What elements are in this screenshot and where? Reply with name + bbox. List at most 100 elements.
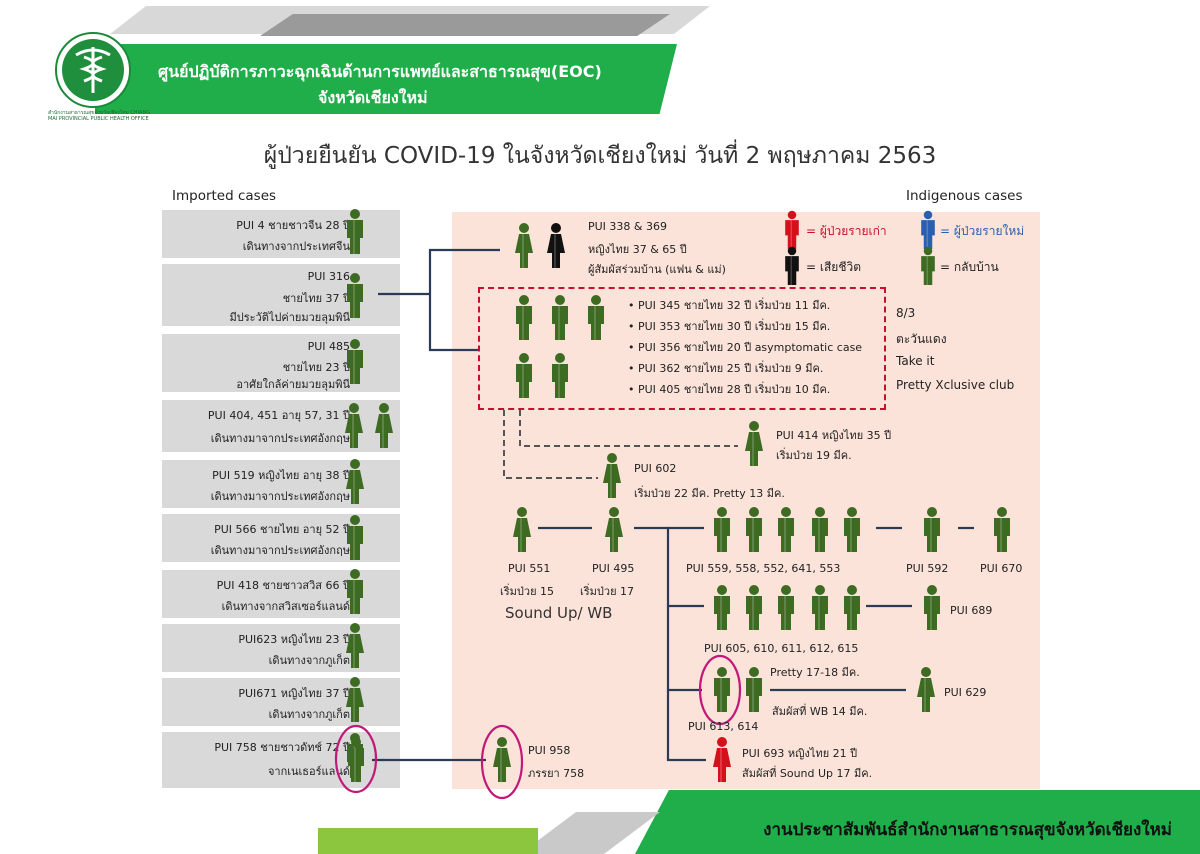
footer-credit: งานประชาสัมพันธ์สำนักงานสาธารณสุขจังหวัด… xyxy=(763,820,1172,840)
row1-label: PUI 559, 558, 552, 641, 553 xyxy=(686,562,841,575)
pui495-line2: เริ่มป่วย 17 xyxy=(580,585,635,598)
male-person-icon xyxy=(994,507,1010,552)
imported-case-text: เดินทางจากประเทศจีน xyxy=(242,239,350,253)
indigenous-label: Indigenous cases xyxy=(906,188,1023,204)
imported-case-text: PUI 404, 451 อายุ 57, 31 ปี xyxy=(207,409,350,422)
male-person-icon xyxy=(844,585,860,630)
female-person-icon xyxy=(493,737,511,782)
soundup-label: Sound Up/ WB xyxy=(505,604,613,622)
header-band xyxy=(95,44,677,114)
highlight-circle xyxy=(480,724,524,800)
male-person-icon xyxy=(812,585,828,630)
pui592-label: PUI 592 xyxy=(906,562,949,575)
header-subtitle: จังหวัดเชียงใหม่ xyxy=(318,88,428,107)
male-person-icon xyxy=(785,210,799,250)
male-person-icon xyxy=(844,507,860,552)
legend-home: = กลับบ้าน xyxy=(940,260,999,274)
pui670-label: PUI 670 xyxy=(980,562,1023,575)
imported-case-text: PUI 519 หญิงไทย อายุ 38 ปี xyxy=(212,469,350,482)
connector-line xyxy=(503,410,598,479)
female-person-icon xyxy=(513,507,531,552)
venue-3: Take it xyxy=(896,354,935,368)
male-person-icon xyxy=(714,667,730,712)
male-person-icon xyxy=(714,507,730,552)
male-person-icon xyxy=(812,507,828,552)
pui629-label: PUI 629 xyxy=(944,686,987,699)
imported-case-text: เดินทางจากภูเก็ต xyxy=(268,707,350,721)
connector-line xyxy=(519,410,738,447)
venue-2: ตะวันแดง xyxy=(896,332,947,346)
female-person-icon xyxy=(605,507,623,552)
pui693-line1: PUI 693 หญิงไทย 21 ปี xyxy=(742,747,858,760)
venue-1: 8/3 xyxy=(896,306,916,320)
male-person-icon xyxy=(785,246,799,286)
female-person-icon xyxy=(515,223,533,268)
female-person-icon xyxy=(346,459,364,504)
imported-case-text: เดินทางมาจากประเทศอังกฤษ xyxy=(210,489,350,503)
imported-case-text: อาศัยใกล้ค่ายมวยลุมพินี xyxy=(236,378,350,392)
cluster-case: • PUI 362 ชายไทย 25 ปี เริ่มป่วย 9 มีค. xyxy=(628,362,824,375)
female-person-icon xyxy=(346,677,364,722)
male-person-icon xyxy=(347,569,363,614)
family-line3: ผู้สัมผัสร่วมบ้าน (แฟน & แม่) xyxy=(588,263,726,276)
imported-case-text: ชายไทย 23 ปี xyxy=(282,360,350,374)
male-person-icon xyxy=(924,585,940,630)
cluster-case: • PUI 353 ชายไทย 30 ปี เริ่มป่วย 15 มีค. xyxy=(628,320,831,333)
highlight-circle xyxy=(334,724,378,794)
male-person-icon xyxy=(778,585,794,630)
family-line1: PUI 338 & 369 xyxy=(588,220,667,233)
male-person-icon xyxy=(347,209,363,254)
imported-case-text: PUI 418 ชายชาวสวิส 66 ปี xyxy=(216,579,350,592)
imported-case-text: จากเนเธอร์แลนด์ xyxy=(267,765,350,779)
imported-case-text: ชายไทย 37 ปี xyxy=(282,291,350,305)
pui495-line1: PUI 495 xyxy=(592,562,635,575)
venue-4: Pretty Xclusive club xyxy=(896,378,1015,392)
male-person-icon xyxy=(588,295,604,340)
highlight-circle xyxy=(698,654,742,726)
imported-case-box: PUI 418 ชายชาวสวิส 66 ปีเดินทางจากสวิสเซ… xyxy=(162,570,400,618)
footer-band xyxy=(635,790,1200,854)
page-title: ผู้ป่วยยืนยัน COVID-19 ในจังหวัดเชียงใหม… xyxy=(263,143,937,169)
imported-case-text: PUI623 หญิงไทย 23 ปี xyxy=(238,633,350,646)
female-person-icon xyxy=(345,403,363,448)
imported-case-text: PUI 485 xyxy=(307,340,350,353)
male-person-icon xyxy=(714,585,730,630)
cluster-case: • PUI 356 ชายไทย 20 ปี asymptomatic case xyxy=(628,341,863,354)
pui958-line1: PUI 958 xyxy=(528,744,571,757)
male-person-icon xyxy=(746,667,762,712)
imported-case-text: PUI 566 ชายไทย อายุ 52 ปี xyxy=(214,523,350,536)
female-person-icon xyxy=(547,223,565,268)
pui689-label: PUI 689 xyxy=(950,604,993,617)
male-person-icon xyxy=(516,295,532,340)
male-person-icon xyxy=(347,515,363,560)
footer-stripe-green xyxy=(318,828,538,854)
cluster-case: • PUI 345 ชายไทย 32 ปี เริ่มป่วย 11 มีค. xyxy=(628,299,831,312)
imported-case-text: เดินทางจากภูเก็ต xyxy=(268,653,350,667)
imported-case-text: เดินทางมาจากประเทศอังกฤษ xyxy=(210,543,350,557)
male-person-icon xyxy=(924,507,940,552)
pui602-line1: PUI 602 xyxy=(634,462,677,475)
male-person-icon xyxy=(347,273,363,318)
male-person-icon xyxy=(552,353,568,398)
imported-case-box: PUI 404, 451 อายุ 57, 31 ปีเดินทางมาจากป… xyxy=(162,400,400,452)
imported-label: Imported cases xyxy=(172,188,277,204)
cluster-case: • PUI 405 ชายไทย 28 ปี เริ่มป่วย 10 มีค. xyxy=(628,383,831,396)
male-person-icon xyxy=(347,339,363,384)
imported-case-text: PUI 4 ชายชาวจีน 28 ปี xyxy=(236,219,350,232)
female-person-icon xyxy=(375,403,393,448)
pui602-line2: เริ่มป่วย 22 มีค. Pretty 13 มีค. xyxy=(634,487,785,500)
female-person-icon xyxy=(745,421,763,466)
male-person-icon xyxy=(746,585,762,630)
imported-case-text: เดินทางจากสวิสเซอร์แลนด์ xyxy=(221,599,350,613)
imported-case-text: มีประวัติไปค่ายมวยลุมพินี xyxy=(229,310,350,324)
connector-line xyxy=(634,526,706,762)
imported-case-text: PUI671 หญิงไทย 37 ปี xyxy=(238,687,350,700)
legend-dead: = เสียชีวิต xyxy=(806,260,862,274)
imported-case-text: PUI 758 ชายชาวดัทช์ 72 ปี xyxy=(214,741,350,754)
cluster-box xyxy=(478,287,886,410)
imported-case-text: เดินทางมาจากประเทศอังกฤษ xyxy=(210,431,350,445)
header-stripe xyxy=(260,14,670,36)
male-person-icon xyxy=(552,295,568,340)
